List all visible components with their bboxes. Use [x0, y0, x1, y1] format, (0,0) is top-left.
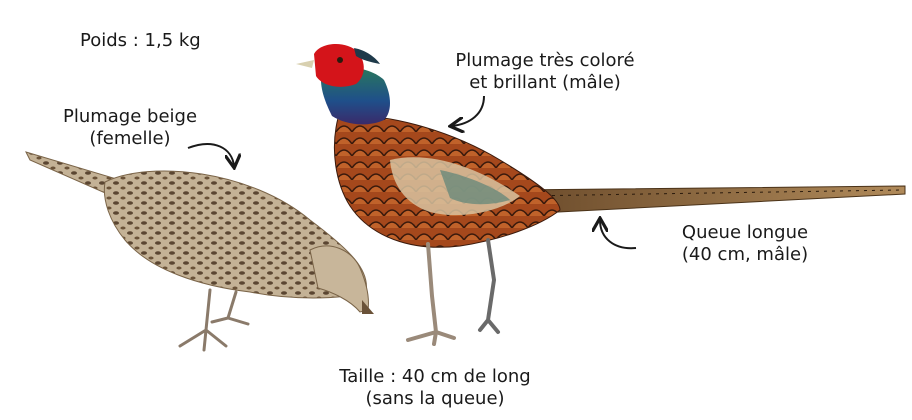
male-plumage-label: Plumage très coloré et brillant (mâle)	[420, 50, 670, 94]
tail-label: Queue longue (40 cm, mâle)	[640, 222, 850, 266]
female-plumage-line1: Plumage beige	[30, 106, 230, 128]
size-line2: (sans la queue)	[290, 388, 580, 410]
tail-line1: Queue longue	[640, 222, 850, 244]
female-plumage-line2: (femelle)	[30, 128, 230, 150]
weight-text: Poids : 1,5 kg	[80, 30, 201, 52]
female-pheasant	[26, 152, 374, 350]
male-plumage-line1: Plumage très coloré	[420, 50, 670, 72]
male-arrow	[452, 96, 484, 126]
tail-line2: (40 cm, mâle)	[640, 244, 850, 266]
male-plumage-line2: et brillant (mâle)	[420, 72, 670, 94]
weight-label: Poids : 1,5 kg	[80, 30, 201, 52]
size-label: Taille : 40 cm de long (sans la queue)	[290, 366, 580, 410]
female-plumage-label: Plumage beige (femelle)	[30, 106, 230, 150]
tail-arrow	[600, 220, 636, 248]
size-line1: Taille : 40 cm de long	[290, 366, 580, 388]
